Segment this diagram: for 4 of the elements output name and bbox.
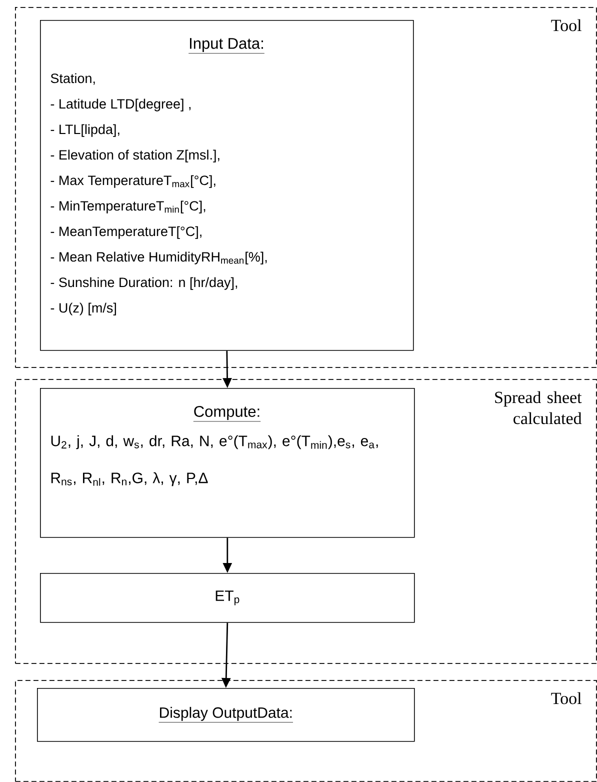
- process-box: Input Data: Station, - Latitude LTD[degree] , - LTL[lipda], - Elevation of station Z[msl.], - Max TemperatureT$_{max}$[°C], - MinTemperatureT$_{min}$[°C], - MeanTemperatureT[°C], - Mean Relative HumidityRH$_{mean}$[%], - Sunshine Duration: n [hr/day], - U(z) [m/s]: [40, 20, 414, 351]
- process-box: Compute: U$_{2}$, j, J, d, w$_{s}$, dr, Ra, N, e°(T$_{max}$), e°(T$_{min}$),e$_{s}$, e$_{a}$, R$_{ns}$, R$_{nl}$, R$_{n}$,G, λ, γ, P,Δ: [40, 388, 415, 538]
- process-box: ET$_{p}$: [40, 573, 415, 623]
- process-box: Display OutputData:: [37, 688, 415, 742]
